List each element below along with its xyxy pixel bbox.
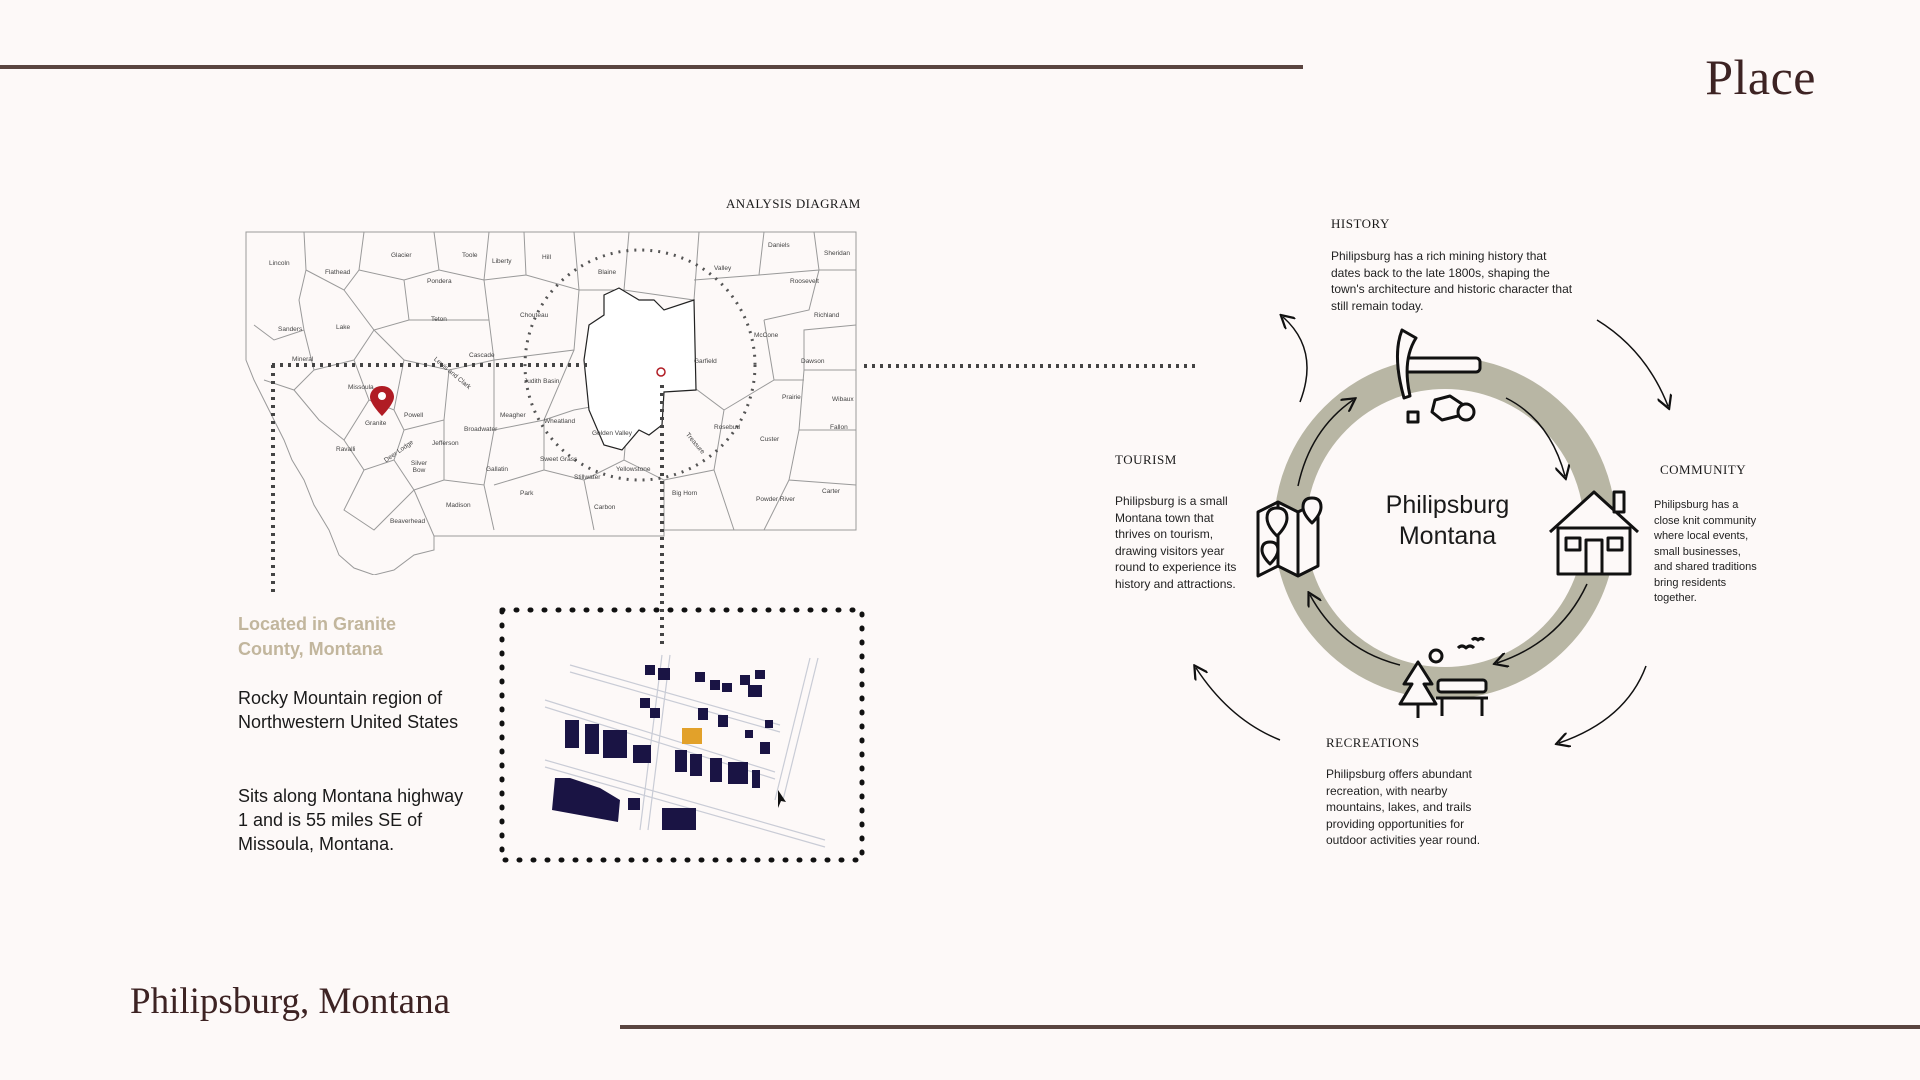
county-label: Sheridan [824, 250, 851, 257]
county-label: Park [520, 490, 534, 497]
recreations-text: Philipsburg offers abundant recreation, … [1326, 767, 1481, 847]
tourism-text: Philipsburg is a small Montana town that… [1115, 494, 1237, 591]
community-heading: COMMUNITY [1660, 462, 1747, 477]
map-pins-icon [1256, 496, 1323, 578]
county-label: Pondera [427, 278, 452, 285]
county-label: Daniels [768, 242, 790, 249]
bench-tree-icon [1398, 637, 1488, 718]
county-label: Garfield [694, 358, 717, 365]
county-label: Wheatland [544, 418, 576, 425]
house-icon [1548, 490, 1640, 576]
county-label: Beaverhead [390, 518, 426, 525]
cycle-diagram [1180, 300, 1740, 780]
pickaxe-icon [1395, 328, 1482, 424]
county-labels: Lincoln Flathead Glacier Toole Liberty H… [244, 230, 860, 575]
county-label: Sanders [278, 326, 303, 333]
county-label: Powder River [756, 496, 796, 503]
county-label: Prairie [782, 394, 801, 401]
county-label: Cascade [469, 352, 495, 359]
county-label: Blaine [598, 269, 617, 276]
county-label: Fallon [830, 424, 848, 431]
county-label: Custer [760, 436, 780, 443]
footer-title: Philipsburg, Montana [130, 981, 450, 1022]
county-label: Roosevelt [790, 278, 819, 285]
history-text: Philipsburg has a rich mining history th… [1331, 249, 1573, 313]
county-label: Ravalli [336, 446, 356, 453]
location-pin-icon [370, 386, 394, 416]
diagram-label: ANALYSIS DIAGRAM [726, 196, 861, 211]
county-label: Judith Basin [524, 378, 560, 385]
county-label: Mineral [292, 356, 314, 363]
county-label: Jefferson [432, 440, 459, 447]
bottom-rule [620, 1025, 1920, 1029]
county-label: Wibaux [832, 396, 854, 403]
cycle-center-label: Philipsburg Montana [1385, 491, 1510, 550]
county-label: Flathead [325, 269, 351, 276]
county-label: Hill [542, 254, 552, 261]
county-label: Lincoln [269, 260, 290, 267]
county-label: Richland [814, 312, 840, 319]
county-label: Rosebud [714, 424, 741, 431]
county-label: Meagher [500, 412, 526, 419]
county-label: Dawson [801, 358, 825, 365]
tourism-heading: TOURISM [1115, 452, 1177, 467]
county-label: Gallatin [486, 466, 509, 473]
page-title: Place [1705, 49, 1816, 105]
county-label: Chouteau [520, 312, 549, 319]
county-label: Toole [462, 252, 478, 259]
county-label: Broadwater [464, 426, 498, 433]
community-text: Philipsburg has a close knit community w… [1654, 499, 1757, 604]
county-label: Valley [714, 265, 732, 272]
county-label: Granite [365, 420, 387, 427]
county-label: Big Horn [672, 490, 698, 497]
county-label: Carter [822, 488, 841, 495]
history-heading: HISTORY [1331, 216, 1390, 231]
county-label: Glacier [391, 252, 412, 259]
top-rule [0, 65, 1303, 69]
county-label: Liberty [492, 258, 512, 265]
county-label: Golden Valley [592, 430, 632, 437]
site-plan-diagram [544, 654, 826, 848]
county-label: Missoula [348, 384, 374, 391]
location-paragraph-highway: Sits along Montana highway 1 and is 55 m… [238, 786, 464, 854]
county-label: Lake [336, 324, 351, 331]
county-label: Carbon [594, 504, 616, 511]
county-label: Sweet Grass [540, 456, 578, 463]
county-label: Silver Bow [410, 460, 428, 474]
montana-county-map [245, 231, 857, 575]
recreations-heading: RECREATIONS [1326, 735, 1420, 750]
county-label: Powell [404, 412, 424, 419]
county-label: Yellowstone [616, 466, 651, 473]
location-paragraph-region: Rocky Mountain region of Northwestern Un… [238, 688, 459, 732]
county-label: McCone [754, 332, 779, 339]
county-label: Stillwater [574, 474, 601, 481]
location-heading: Located in Granite County, Montana [238, 614, 397, 659]
county-label: Teton [431, 316, 447, 323]
county-label: Madison [446, 502, 471, 509]
